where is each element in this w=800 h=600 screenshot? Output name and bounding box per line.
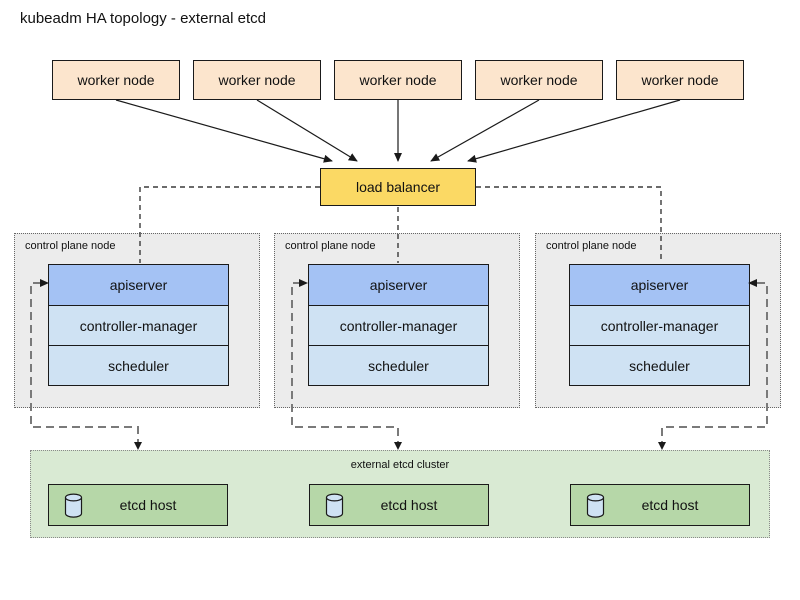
etcd-host-box: etcd host: [48, 484, 228, 526]
etcd-database-icon: [586, 492, 605, 518]
control-plane-node-label: control plane node: [25, 240, 116, 252]
diagram-title: kubeadm HA topology - external etcd: [20, 10, 266, 27]
apiserver-box: apiserver: [570, 265, 749, 305]
control-plane-node-label: control plane node: [546, 240, 637, 252]
controller-manager-box: controller-manager: [49, 305, 228, 345]
etcd-host-label: etcd host: [641, 497, 699, 513]
worker-node-label: worker node: [500, 72, 578, 88]
controller-manager-box: controller-manager: [570, 305, 749, 345]
scheduler-box: scheduler: [570, 345, 749, 385]
controller-manager-box: controller-manager: [309, 305, 488, 345]
load-balancer-box: load balancer: [320, 168, 476, 206]
worker-node-label: worker node: [77, 72, 155, 88]
scheduler-label: scheduler: [629, 357, 690, 374]
worker-node-label: worker node: [359, 72, 437, 88]
apiserver-label: apiserver: [109, 277, 168, 293]
controller-manager-label: controller-manager: [600, 317, 719, 334]
control-plane-component-stack: apiserver controller-manager scheduler: [308, 264, 489, 386]
worker-node-box: worker node: [52, 60, 180, 100]
etcd-host-label: etcd host: [380, 497, 438, 513]
apiserver-box: apiserver: [309, 265, 488, 305]
worker-node-box: worker node: [616, 60, 744, 100]
external-etcd-cluster-label: external etcd cluster: [350, 459, 450, 471]
apiserver-label: apiserver: [630, 277, 689, 293]
apiserver-box: apiserver: [49, 265, 228, 305]
etcd-database-icon: [325, 492, 344, 518]
scheduler-label: scheduler: [108, 357, 169, 374]
controller-manager-label: controller-manager: [339, 317, 458, 334]
scheduler-box: scheduler: [309, 345, 488, 385]
etcd-host-box: etcd host: [309, 484, 489, 526]
etcd-host-box: etcd host: [570, 484, 750, 526]
control-plane-node-label: control plane node: [285, 240, 376, 252]
control-plane-node-box: control plane node apiserver controller-…: [14, 233, 260, 408]
controller-manager-label: controller-manager: [79, 317, 198, 334]
worker-node-box: worker node: [475, 60, 603, 100]
load-balancer-label: load balancer: [355, 179, 441, 195]
control-plane-node-box: control plane node apiserver controller-…: [535, 233, 781, 408]
control-plane-node-box: control plane node apiserver controller-…: [274, 233, 520, 408]
worker-node-label: worker node: [641, 72, 719, 88]
scheduler-box: scheduler: [49, 345, 228, 385]
worker-node-box: worker node: [193, 60, 321, 100]
external-etcd-cluster-box: external etcd cluster etcd host etcd hos…: [30, 450, 770, 538]
control-plane-component-stack: apiserver controller-manager scheduler: [569, 264, 750, 386]
worker-to-load-balancer-arrows: [115, 99, 681, 163]
apiserver-label: apiserver: [369, 277, 428, 293]
etcd-database-icon: [64, 492, 83, 518]
control-plane-component-stack: apiserver controller-manager scheduler: [48, 264, 229, 386]
etcd-host-label: etcd host: [119, 497, 177, 513]
scheduler-label: scheduler: [368, 357, 429, 374]
worker-node-label: worker node: [218, 72, 296, 88]
worker-node-box: worker node: [334, 60, 462, 100]
